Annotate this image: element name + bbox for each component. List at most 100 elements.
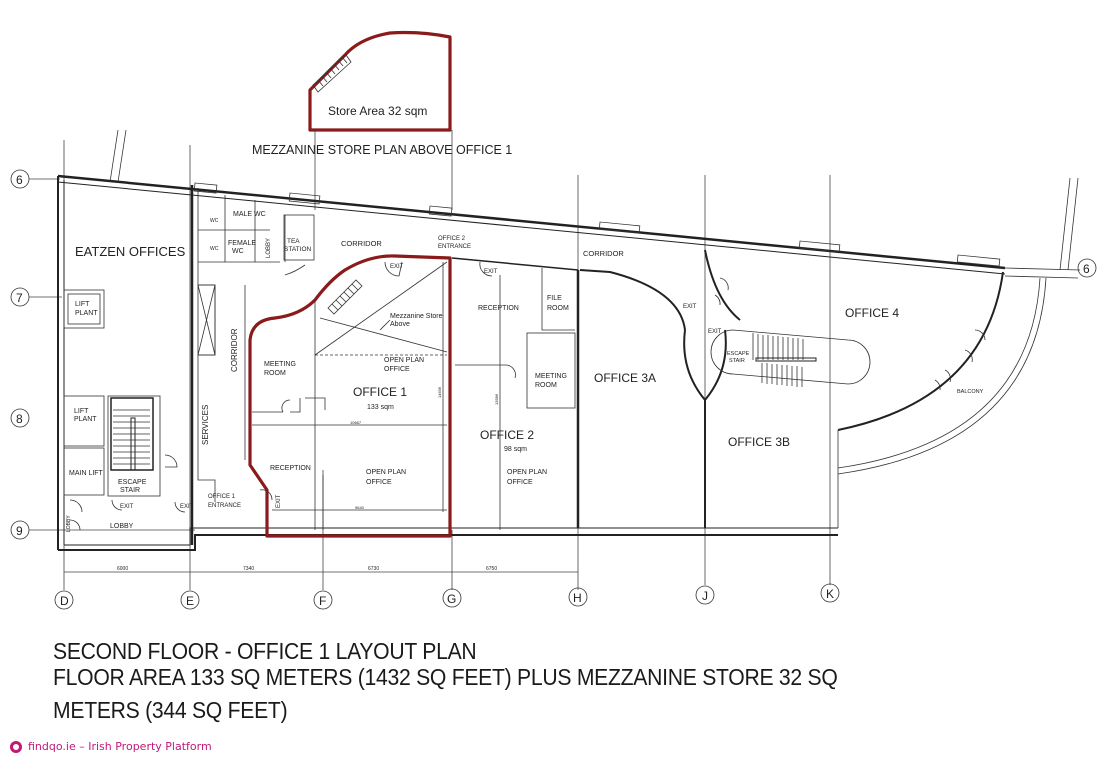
eatzen-offices-label: EATZEN OFFICES (75, 244, 186, 259)
svg-text:LIFT: LIFT (74, 408, 89, 415)
footer-text: findqo.ie – Irish Property Platform (28, 740, 212, 753)
svg-text:OPEN PLAN: OPEN PLAN (507, 469, 547, 476)
office-2-label: OFFICE 2 (480, 428, 534, 442)
floor-area-line: FLOOR AREA 133 SQ METERS (1432 SQ FEET) … (53, 664, 838, 690)
svg-text:FEMALE: FEMALE (228, 240, 256, 247)
svg-text:OFFICE 2: OFFICE 2 (438, 236, 466, 242)
svg-text:LOBBY: LOBBY (110, 523, 134, 530)
svg-text:Above: Above (390, 321, 410, 328)
svg-text:G: G (447, 592, 456, 606)
svg-text:133 sqm: 133 sqm (367, 404, 394, 411)
svg-text:6750: 6750 (486, 566, 497, 572)
office-3a-label: OFFICE 3A (594, 371, 656, 385)
svg-text:EXIT: EXIT (683, 304, 697, 310)
svg-text:D: D (60, 594, 69, 608)
svg-text:ENTRANCE: ENTRANCE (438, 244, 471, 250)
svg-text:OPEN PLAN: OPEN PLAN (384, 357, 424, 364)
svg-text:STATION: STATION (284, 246, 312, 253)
svg-text:MEETING: MEETING (264, 361, 296, 368)
svg-text:F: F (319, 594, 326, 608)
svg-text:OFFICE 1: OFFICE 1 (208, 494, 236, 500)
escape-stair-capsule (710, 329, 871, 385)
svg-text:ESCAPE: ESCAPE (727, 351, 750, 357)
svg-text:EXIT: EXIT (180, 504, 194, 510)
svg-text:LIFT: LIFT (75, 301, 90, 308)
office-1: Mezzanine Store Above OPEN PLAN OFFICE M… (248, 254, 452, 538)
office-2: OFFICE 2 ENTRANCE EXIT RECEPTION 13586 F… (438, 236, 580, 530)
svg-text:OFFICE: OFFICE (507, 479, 533, 486)
svg-text:BALCONY: BALCONY (957, 389, 984, 395)
svg-text:ROOM: ROOM (535, 382, 557, 389)
svg-text:Mezzanine Store: Mezzanine Store (390, 313, 443, 320)
office-3b-label: OFFICE 3B (728, 435, 790, 449)
offices-3-4: CORRIDOR OFFICE 3A OFFICE 3B EXIT EXIT E… (579, 249, 986, 528)
floor-plan: Store Area 32 sqm MEZZANINE STORE PLAN A… (10, 30, 1097, 610)
svg-text:EXIT: EXIT (484, 269, 498, 275)
svg-text:MEETING: MEETING (535, 373, 567, 380)
svg-text:PLANT: PLANT (75, 310, 98, 317)
left-core: EATZEN OFFICES LIFT PLANT LIFT PLANT MAI… (63, 244, 194, 532)
building-outline (57, 129, 1081, 551)
svg-text:6000: 6000 (117, 566, 128, 572)
svg-text:WC: WC (210, 218, 219, 224)
svg-text:PLANT: PLANT (74, 416, 97, 423)
svg-text:7340: 7340 (243, 566, 254, 572)
svg-text:8: 8 (16, 412, 23, 426)
svg-text:OFFICE: OFFICE (384, 366, 410, 373)
svg-text:WC: WC (232, 248, 244, 255)
store-area-outline (308, 30, 452, 132)
svg-text:14636: 14636 (437, 386, 442, 398)
svg-text:J: J (702, 589, 708, 603)
svg-text:RECEPTION: RECEPTION (478, 305, 519, 312)
svg-text:10667: 10667 (350, 420, 362, 425)
svg-text:OFFICE: OFFICE (366, 479, 392, 486)
corridor-vertical-label: CORRIDOR (230, 328, 239, 372)
svg-text:STAIR: STAIR (729, 358, 745, 364)
floor-area-line-2: METERS (344 SQ FEET) (53, 697, 288, 723)
svg-text:9640: 9640 (355, 505, 365, 510)
store-area-label: Store Area 32 sqm (328, 104, 427, 118)
svg-text:EXIT: EXIT (276, 494, 282, 508)
svg-text:MAIN LIFT: MAIN LIFT (69, 470, 104, 477)
corridor-label: CORRIDOR (341, 239, 382, 248)
svg-text:98 sqm: 98 sqm (504, 446, 527, 453)
svg-text:7: 7 (16, 291, 23, 305)
svg-text:6730: 6730 (368, 566, 379, 572)
services-block: SERVICES CORRIDOR MALE WC FEMALE WC WC W… (190, 185, 382, 545)
svg-text:WC: WC (210, 246, 219, 252)
mezzanine-store-plan: Store Area 32 sqm MEZZANINE STORE PLAN A… (252, 30, 512, 210)
office1-stair-icon (327, 279, 363, 315)
svg-text:STAIR: STAIR (120, 487, 140, 494)
watermark-footer[interactable]: findqo.ie – Irish Property Platform (10, 740, 212, 753)
svg-text:MALE WC: MALE WC (233, 211, 266, 218)
svg-text:EXIT: EXIT (708, 329, 722, 335)
office-4-label: OFFICE 4 (845, 306, 899, 320)
svg-text:ROOM: ROOM (264, 370, 286, 377)
grid-row-markers: 6 7 8 9 6 (10, 169, 1097, 540)
svg-text:LOBBY: LOBBY (266, 238, 272, 258)
svg-text:9: 9 (16, 524, 23, 538)
svg-text:EXIT: EXIT (120, 504, 134, 510)
svg-text:LOBBY: LOBBY (66, 515, 72, 532)
office-1-label: OFFICE 1 (353, 385, 407, 399)
grid-column-markers: D E F G H J K 6000 7340 6730 6750 (54, 140, 840, 610)
globe-icon (10, 740, 22, 753)
svg-text:6: 6 (1083, 262, 1090, 276)
svg-text:6: 6 (16, 173, 23, 187)
svg-text:OPEN PLAN: OPEN PLAN (366, 469, 406, 476)
svg-text:FILE: FILE (547, 295, 562, 302)
services-label: SERVICES (201, 405, 210, 445)
svg-text:ENTRANCE: ENTRANCE (208, 503, 241, 509)
svg-text:EXIT: EXIT (390, 264, 404, 270)
mezzanine-stair-icon (312, 54, 352, 93)
svg-text:ESCAPE: ESCAPE (118, 479, 147, 486)
mezzanine-plan-title: MEZZANINE STORE PLAN ABOVE OFFICE 1 (252, 143, 512, 157)
svg-text:13586: 13586 (494, 393, 499, 405)
svg-text:ROOM: ROOM (547, 305, 569, 312)
svg-text:CORRIDOR: CORRIDOR (583, 249, 624, 258)
svg-text:RECEPTION: RECEPTION (270, 465, 311, 472)
svg-text:TEA: TEA (287, 238, 300, 245)
svg-text:H: H (573, 591, 582, 605)
plan-title: SECOND FLOOR - OFFICE 1 LAYOUT PLAN (53, 638, 477, 664)
svg-text:K: K (826, 587, 834, 601)
